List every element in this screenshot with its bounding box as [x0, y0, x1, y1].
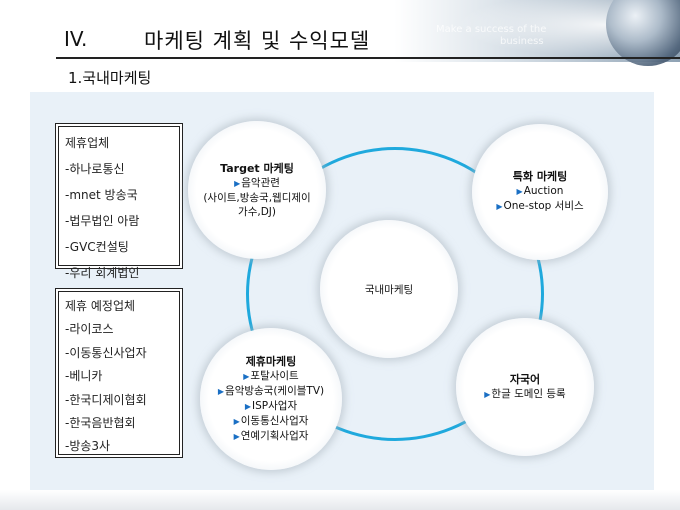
target-marketing-line: ▶음악관련: [234, 176, 280, 189]
bottom-fade: [0, 490, 680, 510]
header-watermark: Make a success of the business: [436, 24, 596, 48]
domestic-marketing-bubble: 국내마케팅: [320, 220, 458, 358]
planned-partner-item: -베니카: [65, 369, 103, 384]
marketing-cycle-ring: [246, 147, 544, 441]
bullet-arrow-icon: ▶: [243, 371, 250, 381]
planned-partner-item: -한국음반협회: [65, 416, 136, 431]
bullet-arrow-icon: ▶: [484, 389, 491, 399]
section-subtitle: 1.국내마케팅: [68, 69, 152, 87]
bullet-arrow-icon: ▶: [233, 431, 240, 441]
special-marketing-bubble: 특화 마케팅 ▶Auction ▶One-stop 서비스: [472, 124, 608, 260]
partner-item: -하나로통신: [65, 162, 125, 176]
watermark-line-2: business: [500, 36, 544, 47]
target-marketing-title: Target 마케팅: [220, 161, 294, 175]
target-marketing-bubble: Target 마케팅 ▶음악관련 (사이트,방송국,웹디제이 가수,DJ): [188, 121, 326, 259]
partnership-marketing-line: ▶연예기획사업자: [233, 429, 309, 442]
partnership-marketing-line: ▶ISP사업자: [244, 399, 298, 412]
bullet-arrow-icon: ▶: [233, 416, 240, 426]
section-number: IV.: [64, 27, 88, 51]
special-marketing-line: ▶One-stop 서비스: [496, 200, 584, 212]
partner-item: -우리 회계법인: [65, 266, 140, 280]
partnership-marketing-line: ▶포탈사이트: [243, 369, 299, 382]
own-language-bubble: 자국어 ▶한글 도메인 등록: [456, 318, 594, 456]
partnership-marketing-bubble: 제휴마케팅 ▶포탈사이트 ▶음악방송국(케이블TV) ▶ISP사업자 ▶이동통신…: [200, 328, 342, 470]
bullet-arrow-icon: ▶: [234, 178, 241, 188]
partnership-marketing-line: ▶이동통신사업자: [233, 414, 309, 427]
partners-heading: 제휴업체: [65, 136, 110, 150]
special-marketing-line: ▶Auction: [516, 185, 564, 197]
target-marketing-line: 가수,DJ): [238, 205, 276, 218]
planned-partner-item: -라이코스: [65, 322, 114, 337]
partner-item: -mnet 방송국: [65, 188, 138, 202]
partners-box: 제휴업체 -하나로통신 -mnet 방송국 -법무법인 아람 -GVC컨설팅 -…: [55, 123, 183, 280]
target-marketing-line: (사이트,방송국,웹디제이: [203, 191, 311, 204]
planned-partner-item: -방송3사: [65, 439, 111, 454]
bullet-arrow-icon: ▶: [516, 187, 523, 196]
bullet-arrow-icon: ▶: [244, 401, 252, 411]
slide-title: 마케팅 계획 및 수익모델: [144, 29, 371, 53]
own-language-line: ▶한글 도메인 등록: [484, 387, 566, 400]
planned-partners-heading: 제휴 예정업체: [65, 299, 136, 313]
partner-item: -법무법인 아람: [65, 214, 140, 228]
partnership-marketing-line: ▶음악방송국(케이블TV): [217, 384, 325, 397]
own-language-title: 자국어: [509, 372, 541, 386]
bullet-arrow-icon: ▶: [217, 386, 225, 396]
watermark-line-1: Make a success of the: [436, 24, 547, 35]
title-divider: [56, 57, 680, 59]
planned-partners-box: 제휴 예정업체 -라이코스 -이동통신사업자 -베니카 -한국디제이협회 -한국…: [55, 288, 183, 458]
bullet-arrow-icon: ▶: [496, 202, 503, 211]
partnership-marketing-title: 제휴마케팅: [245, 354, 297, 368]
domestic-marketing-title: 국내마케팅: [364, 283, 414, 296]
partner-item: -GVC컨설팅: [65, 240, 129, 254]
planned-partner-item: -한국디제이협회: [65, 392, 147, 407]
planned-partner-item: -이동통신사업자: [65, 345, 147, 360]
special-marketing-title: 특화 마케팅: [512, 170, 568, 183]
